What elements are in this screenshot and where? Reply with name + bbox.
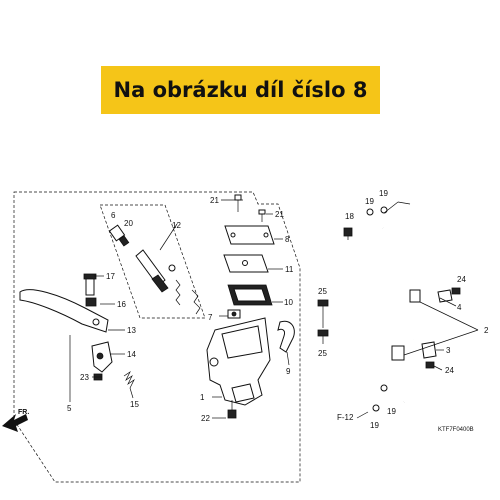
diaphragm [227,284,273,306]
callout-25b: 25 [318,349,327,358]
lever-bracket-14 [91,341,113,373]
bolt-25b [317,329,329,344]
callout-24a: 24 [457,275,466,284]
callout-23: 23 [80,373,89,382]
callout-15: 15 [130,400,139,409]
leader-lines [69,199,479,419]
washer-19a [366,208,374,216]
callout-13: 13 [127,326,136,335]
callout-19c: 19 [370,421,379,430]
callout-10: 10 [284,298,293,307]
reference-label: F-12 [337,413,354,422]
diaphragm-plate [223,254,269,273]
callout-3: 3 [446,346,451,355]
banner-text: Na obrázku díl číslo 8 [113,78,368,102]
callout-16: 16 [117,300,126,309]
diagram-code: KTF7F0400B [438,427,474,433]
callout-19b: 19 [379,189,388,198]
callout-7: 7 [208,313,213,322]
hose-clip-9 [277,320,295,353]
callout-8: 8 [285,235,290,244]
callout-19a: 19 [365,197,374,206]
callout-18: 18 [345,212,354,221]
callout-12: 12 [172,221,181,230]
washer-19c [372,404,380,412]
screw-21b [258,209,266,222]
callout-11: 11 [285,265,294,274]
hose-clamp-3 [421,341,437,359]
callout-17: 17 [106,272,115,281]
callout-9: 9 [286,367,291,376]
pivot-bolt-17 [83,273,97,296]
reservoir-cap[interactable] [224,225,275,245]
brake-lever[interactable] [19,289,109,333]
callout-4: 4 [457,303,462,312]
switch-7 [227,309,241,319]
callout-14: 14 [127,350,136,359]
callout-21b: 21 [275,210,284,219]
bolt-25a [317,299,329,318]
callout-25a: 25 [318,287,327,296]
piston-set [108,224,201,315]
callout-2: 2 [484,326,489,335]
washer-19d [380,384,388,392]
callout-19d: 19 [387,407,396,416]
subassembly-outline [99,204,206,319]
spring-15 [123,370,135,389]
callout-21a: 21 [210,196,219,205]
nut-16 [85,297,97,307]
callout-6: 6 [111,211,116,220]
bolt-24a [451,287,461,295]
part-banner: Na obrázku díl číslo 8 [101,66,380,114]
banjo-bolt-18 [343,227,353,240]
washer-19b [380,206,388,214]
callout-1: 1 [200,393,205,402]
bolt-22 [227,400,237,419]
front-arrow-icon [2,414,28,432]
callout-24b: 24 [445,366,454,375]
callout-5: 5 [67,404,72,413]
brake-hose [382,226,421,404]
front-label: FR. [18,409,29,416]
callout-20: 20 [124,219,133,228]
bolt-24b [425,361,435,369]
master-cylinder-body [206,317,271,406]
screw-21a [234,194,242,212]
callout-22: 22 [201,414,210,423]
